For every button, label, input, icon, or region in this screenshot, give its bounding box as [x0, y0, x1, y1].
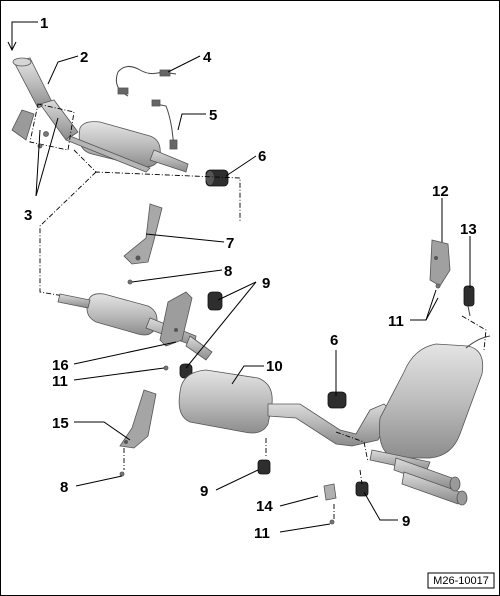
bracket-14 — [323, 483, 337, 501]
bolt-11-right — [435, 283, 441, 289]
rubber-mount-9-lower-right — [355, 481, 369, 497]
callout-9-upper: 9 — [262, 275, 270, 292]
hanger-13 — [463, 285, 475, 317]
rubber-mount-9-upper — [179, 291, 223, 379]
callout-13: 13 — [460, 221, 477, 238]
callout-8-lower: 8 — [60, 479, 68, 496]
oxygen-sensor-5 — [151, 99, 178, 150]
bracket-7 — [123, 203, 163, 265]
callout-2: 2 — [80, 49, 88, 66]
callout-14: 14 — [256, 498, 273, 515]
leader-lines — [7, 21, 471, 533]
callout-6-lower: 6 — [330, 332, 338, 349]
callout-15: 15 — [52, 415, 69, 432]
bracket-16 — [159, 291, 193, 347]
figure-id-box — [427, 572, 495, 589]
bracket-15 — [119, 389, 157, 449]
callout-3: 3 — [24, 207, 32, 224]
bolt-8-upper — [127, 279, 133, 285]
clamp-bracket-3 — [11, 103, 75, 151]
callout-4: 4 — [203, 49, 212, 66]
callout-9-lower-right: 9 — [402, 513, 410, 530]
callouts: 1 2 3 4 5 6 7 8 9 16 11 10 6 15 8 9 12 1… — [24, 15, 477, 542]
callout-9-lower-left: 9 — [200, 483, 208, 500]
assembly-line-rear — [123, 315, 487, 520]
rubber-mount-6-upper — [205, 169, 229, 187]
rubber-mount-6-lower — [327, 391, 347, 409]
callout-11-mid: 11 — [52, 373, 68, 390]
callout-12: 12 — [432, 183, 449, 200]
intermediate-pipe-silencer — [57, 293, 213, 361]
centre-silencer-10 — [178, 369, 393, 447]
rubber-mount-9-lower-left — [257, 459, 271, 475]
bolt-8-lower — [119, 471, 125, 477]
bolt-11-lower — [329, 519, 335, 525]
callout-11-lower: 11 — [254, 525, 270, 542]
callout-5: 5 — [209, 107, 217, 124]
rear-silencer — [369, 335, 491, 506]
bolt-11-mid — [163, 365, 169, 371]
callout-1: 1 — [40, 15, 48, 32]
callout-7: 7 — [226, 235, 234, 252]
callout-11-right: 11 — [388, 313, 404, 330]
figure-id: M26-10017 — [433, 575, 489, 587]
callout-8-upper: 8 — [224, 263, 232, 280]
oxygen-sensor-4 — [115, 66, 177, 97]
bracket-12 — [429, 239, 451, 287]
front-pipe-catalytic-converter — [12, 57, 189, 173]
callout-16: 16 — [52, 357, 69, 374]
callout-6-upper: 6 — [258, 148, 266, 165]
callout-10: 10 — [266, 358, 283, 375]
